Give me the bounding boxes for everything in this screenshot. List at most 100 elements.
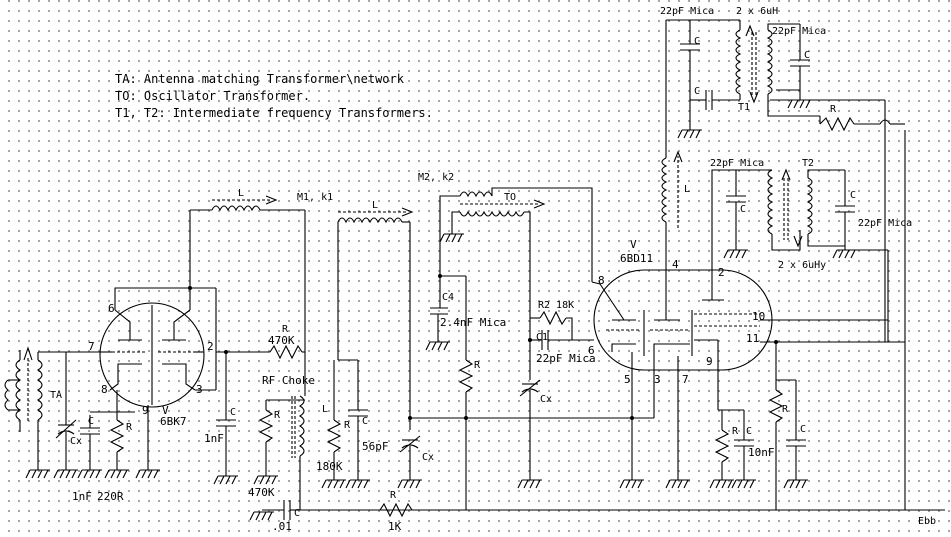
r-label-1: R: [126, 422, 133, 433]
c-label-4: C: [362, 416, 368, 427]
c4-label: C4: [442, 292, 454, 303]
l-label-3: L: [322, 404, 328, 415]
tube2-pin-6: 6: [588, 344, 595, 357]
r-label-7: R: [732, 426, 739, 437]
t2-mica-1: 22pF Mica: [710, 158, 764, 169]
l-label-1: L: [238, 188, 244, 199]
r-label-4: R: [390, 490, 397, 501]
r-label-9: R: [830, 104, 837, 115]
t1-inductance: 2 x 6uH: [736, 6, 778, 17]
resistor-r-9: R: [819, 104, 905, 132]
ebb-label: Ebb: [918, 516, 936, 527]
tube2-pin-2: 2: [718, 266, 725, 279]
resistor-r-8: R: [768, 342, 789, 510]
tube-6bd11: [593, 269, 773, 371]
t2-mica-2: 22pF Mica: [858, 218, 912, 229]
r-label-6: R: [474, 360, 481, 371]
m2k2-label: M2, k2: [418, 172, 454, 183]
tube1-pin-7: 7: [88, 340, 95, 353]
trimmer-cx-3: Cx: [519, 379, 552, 480]
cx-label-1: Cx: [70, 436, 82, 447]
resistor-180k: L R 180K: [316, 360, 351, 480]
c-label-1: C: [88, 416, 94, 427]
tube2-pin-4: 4: [672, 258, 679, 271]
l-label-2: L: [372, 200, 378, 211]
r-label-8: R: [782, 404, 789, 415]
note-ta: TA: Antenna matching Transformer\network: [115, 72, 405, 86]
capacitor-c-1: C: [80, 415, 100, 470]
resistor-r-7: R: [714, 409, 744, 480]
c-label-11: C: [850, 190, 856, 201]
tube2-type: 6BD11: [620, 252, 653, 265]
ta-label: TA: [50, 390, 62, 401]
antenna-transformer-ta: TA: [4, 346, 90, 432]
tube2-pin-11: 11: [746, 332, 759, 345]
if-transformer-t2: T2: [767, 158, 814, 248]
tube1-pin-9: 9: [142, 404, 149, 417]
r2-label: R2 18K: [538, 300, 574, 311]
inductor-l-2: L: [337, 200, 414, 360]
rf-choke-label: RF Choke: [262, 374, 315, 387]
r-220r-label: 220R: [97, 490, 124, 503]
tube1-pin-2: 2: [207, 340, 214, 353]
capacitor-t1-c-2: C: [690, 86, 740, 110]
tube2-pin-10: 10: [752, 310, 765, 323]
c-label-5: C: [746, 426, 752, 437]
capacitor-56pf: C 56pF: [348, 409, 389, 480]
c-1nf-label-1: 1nF: [72, 490, 92, 503]
c-01-label: .01: [272, 520, 292, 533]
c-label-7: C: [694, 36, 700, 47]
c-label-9: C: [804, 50, 810, 61]
capacitor-t2-c-2: C: [835, 170, 856, 250]
m1k1-label: M1, k1: [297, 192, 333, 203]
tube2-pin-3: 3: [654, 373, 661, 386]
c-1nf-label-2: 1nF: [204, 432, 224, 445]
c-56pf-label: 56pF: [362, 440, 389, 453]
tube2-pin-5: 5: [624, 373, 631, 386]
inductor-l-1: L: [190, 188, 305, 212]
if-transformer-t1: T1: [735, 20, 773, 113]
inductor-l-3: L: [661, 150, 690, 228]
c-label-3: C: [294, 508, 300, 519]
t2-inductance: 2 x 6uHy: [778, 260, 826, 271]
capacitor-c-6: C: [786, 380, 806, 480]
r-470k-label-1: 470K: [268, 334, 295, 347]
capacitor-10nf: C 10nF: [734, 410, 775, 480]
note-to: TO: Oscillator Transformer.: [115, 89, 310, 103]
resistor-r2: R2 18K: [530, 300, 574, 341]
c-label-6: C: [800, 424, 806, 435]
r-1k-label: 1K: [388, 520, 402, 533]
resistor-r-6: R: [458, 276, 481, 510]
capacitor-1nf: C 1nF: [204, 352, 236, 476]
cx-label-3: Cx: [540, 394, 552, 405]
capacitor-t1-c-3: C: [790, 24, 810, 100]
ground-symbols: [25, 99, 857, 521]
note-t1-t2: T1, T2: Intermediate frequency Transform…: [115, 106, 433, 120]
tube2-pin-9: 9: [706, 355, 713, 368]
t1-mica-1: 22pF Mica: [660, 6, 714, 17]
c1-label: C1: [536, 332, 548, 343]
r-470k-label-2: 470K: [248, 486, 275, 499]
tube2-name: V: [630, 238, 637, 251]
t1-label: T1: [738, 102, 750, 113]
capacitor-01: C .01: [262, 500, 300, 533]
l-label-4: L: [684, 184, 690, 195]
resistor-470k-1: R 470K: [216, 324, 305, 360]
tube1-name: V: [162, 404, 169, 417]
c-label-8: C: [694, 86, 700, 97]
capacitor-t2-c-1: C: [726, 195, 746, 250]
tube1-pin-6: 6: [108, 302, 115, 315]
c-10nf-label: 10nF: [748, 446, 775, 459]
resistor-1k: R 1K: [379, 490, 413, 533]
r-label-3: R: [274, 410, 281, 421]
tube-6bk7: [99, 302, 205, 408]
c1-value: 22pF Mica: [536, 352, 596, 365]
r-label-2: R: [282, 324, 289, 335]
trimmer-cx-2: Cx: [399, 435, 434, 480]
capacitor-c4: C4 2.4nF Mica: [430, 290, 506, 342]
tube2-pin-8: 8: [598, 274, 605, 287]
tube1-type: 6BK7: [160, 415, 187, 428]
rf-choke: [291, 395, 305, 510]
